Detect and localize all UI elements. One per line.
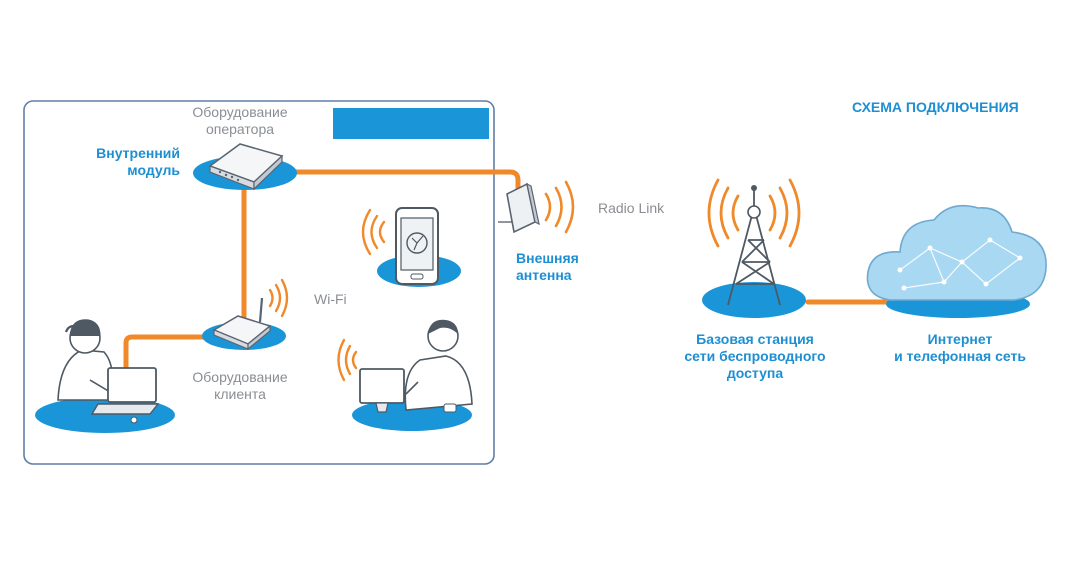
signal-waves-icon	[707, 178, 801, 248]
woman-at-computer-icon	[35, 319, 175, 433]
base-station-label: Базовая станция сети беспроводного досту…	[684, 331, 826, 381]
operator-equipment-label: Оборудование оператора	[192, 104, 288, 137]
cable-links	[123, 169, 889, 381]
link-client-to-laptop	[123, 334, 217, 381]
smartphone-icon	[377, 207, 461, 287]
outdoor-antenna-label: Внешняя антенна	[516, 250, 579, 283]
client-equipment-label: Оборудование клиента	[192, 369, 288, 402]
indoor-unit-label: Внутренний модуль	[96, 145, 180, 178]
panel-antenna-icon	[498, 182, 540, 234]
wifi-label: Wi-Fi	[314, 291, 347, 307]
radio-link-label: Radio Link	[598, 200, 665, 216]
radio-tower-icon	[702, 185, 806, 318]
wifi-router-icon	[202, 297, 286, 351]
blue-banner	[333, 108, 489, 139]
signal-waves-icon	[361, 208, 386, 256]
signal-waves-icon	[268, 278, 289, 318]
internet-label: Интернет и телефонная сеть	[894, 331, 1026, 364]
cloud-network-icon	[866, 204, 1047, 318]
router-icon	[193, 143, 297, 191]
signal-waves-icon	[337, 338, 358, 382]
man-at-computer-icon	[352, 319, 473, 431]
link-router-to-antenna	[282, 169, 521, 198]
signal-waves-icon	[544, 180, 575, 234]
diagram-title: СХЕМА ПОДКЛЮЧЕНИЯ	[852, 99, 1019, 115]
